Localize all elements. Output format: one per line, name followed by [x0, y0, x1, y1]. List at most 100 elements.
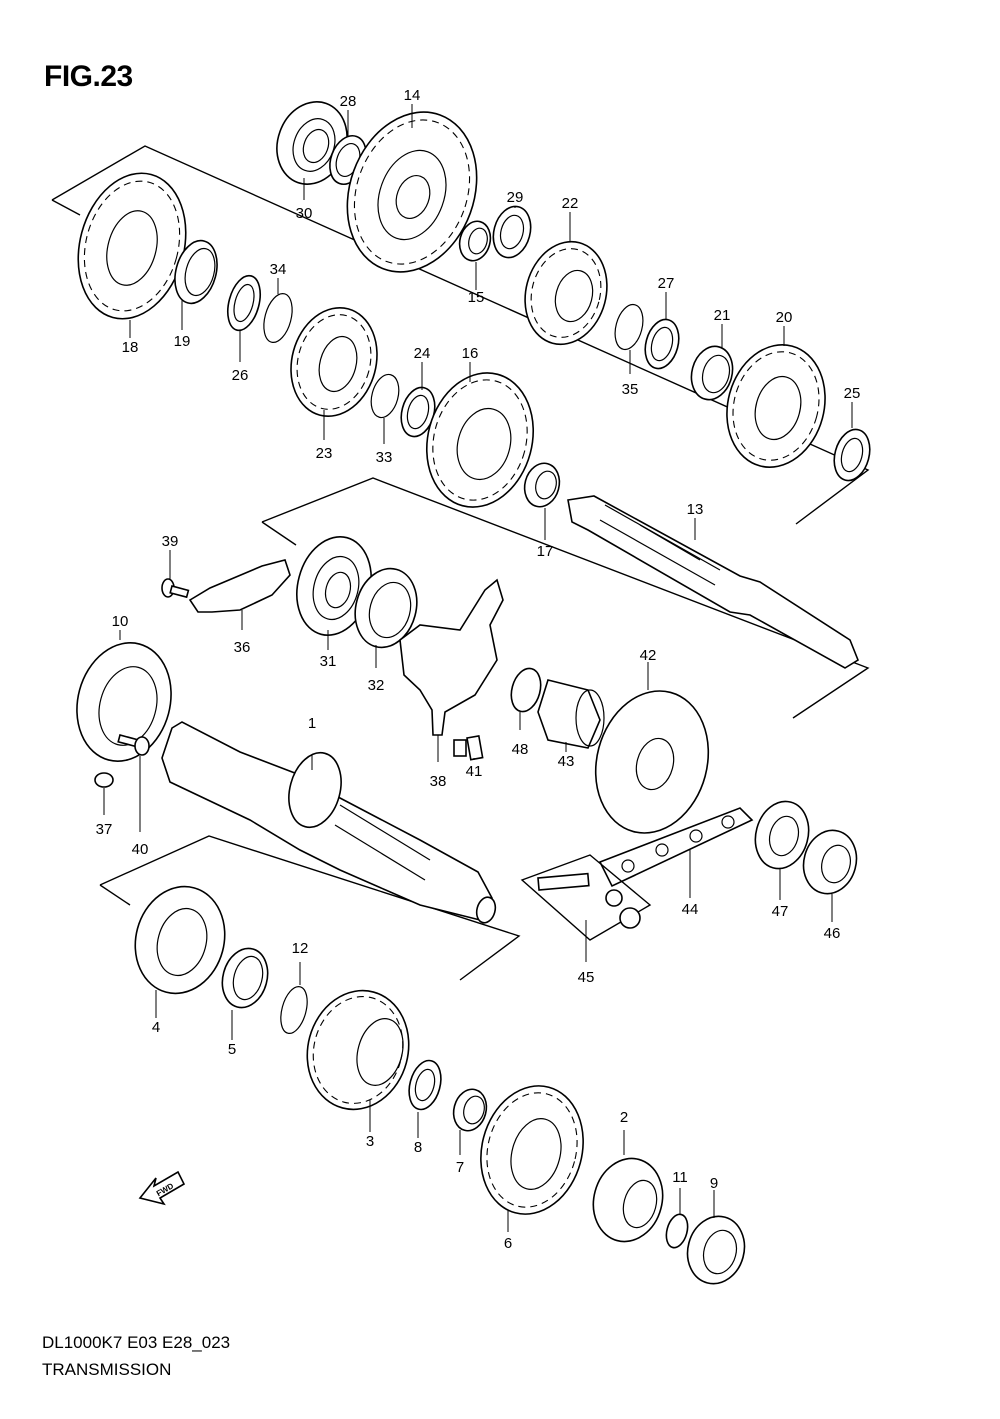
lower-gears-frame [99, 835, 521, 981]
bearing-31 [296, 536, 372, 636]
callout-43: 43 [558, 753, 575, 770]
gear-20 [726, 344, 826, 468]
callout-11: 11 [672, 1169, 688, 1186]
callout-39: 39 [162, 533, 179, 550]
circlip-12 [280, 986, 308, 1034]
gear-1 [161, 721, 497, 924]
callout-12: 12 [292, 940, 309, 957]
callout-27: 27 [658, 275, 675, 292]
callout-25: 25 [844, 385, 861, 402]
washer-11 [665, 1213, 689, 1249]
joint-45 [520, 854, 652, 941]
callout-14: 14 [404, 87, 421, 104]
callout-46: 46 [824, 925, 841, 942]
bushing-15 [458, 220, 492, 262]
chain-44 [598, 807, 754, 888]
callout-26: 26 [232, 367, 249, 384]
washer-25 [833, 428, 871, 482]
callout-47: 47 [772, 903, 789, 920]
callout-17: 17 [537, 543, 554, 560]
gear-16 [425, 372, 535, 508]
bushing-17 [523, 462, 561, 508]
callout-4: 4 [152, 1019, 160, 1036]
shaft-13 [567, 495, 859, 669]
figure-code: DL1000K7 E03 E28_023 [42, 1333, 231, 1352]
callout-7: 7 [456, 1159, 464, 1176]
callout-24: 24 [414, 345, 431, 362]
callout-18: 18 [122, 339, 139, 356]
gear-4 [134, 885, 226, 995]
callout-1: 1 [308, 715, 316, 732]
circlip-33 [370, 373, 400, 419]
gear-18 [77, 172, 187, 320]
callout-42: 42 [640, 647, 657, 664]
bearing-10 [76, 642, 172, 762]
callout-36: 36 [234, 639, 251, 656]
callout-34: 34 [270, 261, 287, 278]
callout-21: 21 [714, 307, 731, 324]
washer-47 [754, 800, 810, 870]
callout-2: 2 [620, 1109, 628, 1126]
gear-22 [524, 240, 608, 346]
figure-name: TRANSMISSION [42, 1360, 172, 1379]
washer-29 [492, 205, 532, 259]
driveshaft-frame [261, 477, 870, 719]
callout-5: 5 [228, 1041, 236, 1058]
callout-8: 8 [414, 1139, 422, 1156]
gear-23 [290, 306, 378, 418]
callout-38: 38 [430, 773, 447, 790]
bearing-21 [690, 345, 734, 401]
washer-8 [408, 1059, 442, 1111]
gear-3 [306, 989, 410, 1111]
callout-9: 9 [710, 1175, 718, 1192]
callout-6: 6 [504, 1235, 512, 1252]
callout-41: 41 [466, 763, 483, 780]
countershaft-frame [51, 145, 870, 525]
callout-48: 48 [512, 741, 529, 758]
callout-29: 29 [507, 189, 524, 206]
bushing-5 [221, 947, 269, 1009]
bearing-19 [174, 239, 218, 305]
washer-26 [226, 274, 262, 332]
callout-22: 22 [562, 195, 579, 212]
washer-27 [644, 318, 680, 370]
sprocket-42 [594, 690, 710, 834]
callout-20: 20 [776, 309, 793, 326]
callout-15: 15 [468, 289, 485, 306]
callout-28: 28 [340, 93, 357, 110]
circlip-34 [263, 293, 293, 343]
callout-13: 13 [687, 501, 704, 518]
gear-2 [592, 1157, 664, 1243]
callout-3: 3 [366, 1133, 374, 1150]
washer-37 [94, 772, 114, 788]
gear-14 [346, 111, 478, 273]
callout-37: 37 [96, 821, 113, 838]
retainer-38 [399, 578, 504, 736]
callout-35: 35 [622, 381, 639, 398]
callout-16: 16 [462, 345, 479, 362]
nut-46 [802, 829, 858, 895]
callout-19: 19 [174, 333, 191, 350]
bolt-41 [453, 734, 484, 761]
callout-10: 10 [112, 613, 129, 630]
callout-44: 44 [682, 901, 699, 918]
bearing-9 [686, 1215, 746, 1285]
retainer-36 [188, 559, 291, 613]
screw-39 [161, 578, 190, 599]
callout-23: 23 [316, 445, 333, 462]
fwd-arrow-icon: FWD [138, 1170, 186, 1206]
figure-title: FIG.23 [44, 60, 133, 93]
callout-31: 31 [320, 653, 337, 670]
callout-45: 45 [578, 969, 595, 986]
callout-30: 30 [296, 205, 313, 222]
bushing-7 [452, 1088, 488, 1132]
screw-40 [117, 734, 150, 756]
o-ring-48 [510, 667, 542, 713]
washer-24 [400, 386, 436, 438]
callout-33: 33 [376, 449, 393, 466]
gear-6 [480, 1085, 584, 1215]
callout-40: 40 [132, 841, 149, 858]
circlip-35 [614, 303, 644, 351]
